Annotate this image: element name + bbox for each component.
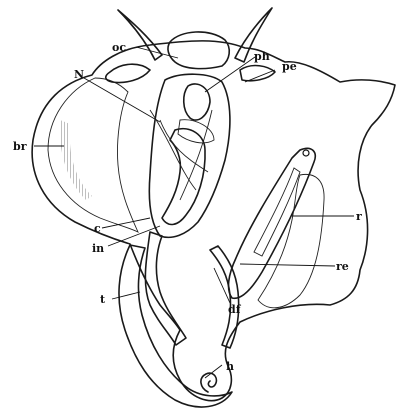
label-h: h <box>226 360 234 373</box>
nerve-strands <box>150 110 212 200</box>
label-df: df <box>228 303 242 316</box>
left-lobe <box>106 64 150 82</box>
leader-re <box>240 264 335 266</box>
label-br: br <box>13 140 27 153</box>
mantle-body <box>32 41 395 401</box>
leader-t <box>112 292 140 299</box>
pharynx <box>184 84 210 120</box>
label-ph: ph <box>254 50 270 63</box>
label-c: c <box>94 222 101 235</box>
leader-in <box>108 226 160 246</box>
label-N: N <box>74 68 84 81</box>
label-r: r <box>356 210 362 223</box>
label-pe: pe <box>282 60 297 73</box>
leader-N <box>84 78 160 122</box>
leader-c <box>102 218 150 228</box>
gill-striations <box>60 120 92 200</box>
label-t: t <box>100 293 106 306</box>
head-lobe <box>168 32 229 69</box>
label-re: re <box>336 260 349 273</box>
leader-ph <box>205 57 255 92</box>
label-in: in <box>92 242 104 255</box>
leader-h <box>205 365 222 378</box>
leader-df <box>214 268 230 303</box>
label-oc: oc <box>112 41 126 54</box>
spiral-tip <box>201 373 217 392</box>
right-lobe <box>240 66 275 81</box>
visceral-cavity <box>149 74 230 237</box>
intestine-tube <box>145 232 186 345</box>
anal-pore <box>303 150 309 156</box>
